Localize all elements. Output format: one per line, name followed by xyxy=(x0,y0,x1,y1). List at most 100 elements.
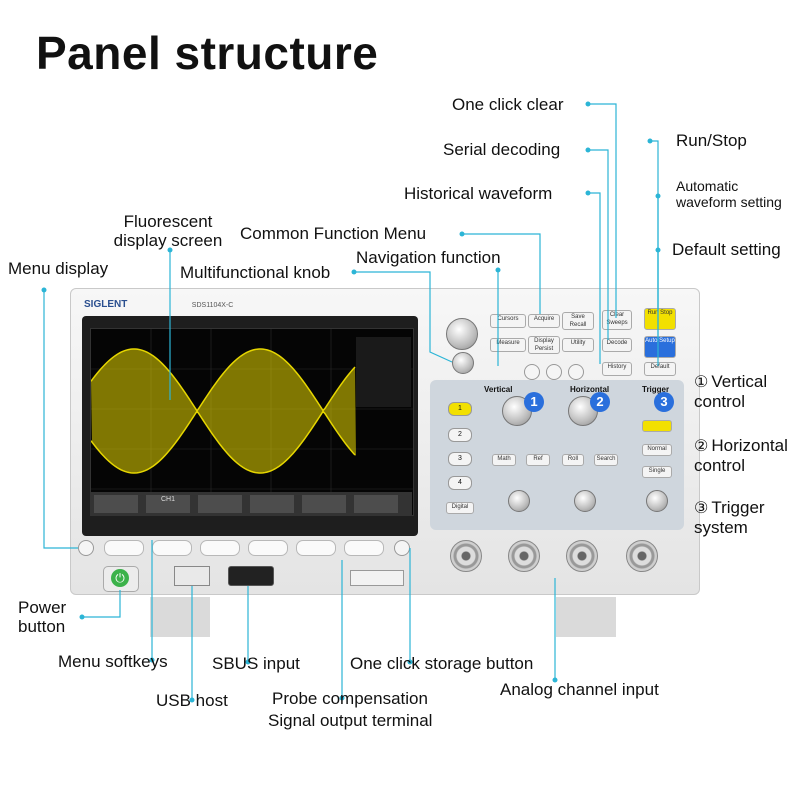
history-button[interactable]: History xyxy=(602,362,632,376)
signal-output-label: Signal output terminal xyxy=(268,711,433,730)
digital-button[interactable]: Digital xyxy=(446,502,474,514)
channel-3-button[interactable]: 3 xyxy=(448,452,472,466)
one-click-clear-label: One click clear xyxy=(452,95,564,114)
multifunction-knob-label: Multifunctional knob xyxy=(180,263,331,282)
auto-setup-button[interactable]: Auto Setup xyxy=(644,336,676,358)
menu-softkey-1[interactable] xyxy=(104,540,144,556)
horizontal-marker: ② xyxy=(694,438,709,455)
model-name: SDS1104X-C xyxy=(191,302,234,309)
vertical-marker: ① xyxy=(694,374,709,391)
softmenu-cell-5 xyxy=(302,495,346,513)
trigger-header: Trigger xyxy=(642,385,670,394)
channel-4-bnc[interactable] xyxy=(626,540,658,572)
utility-button[interactable]: Utility xyxy=(562,338,594,352)
brand-logo: SIGLENT xyxy=(84,299,128,310)
roll-button[interactable]: Roll xyxy=(562,454,584,466)
power-icon[interactable]: ⏻ xyxy=(111,569,129,587)
menu-softkeys-label: Menu softkeys xyxy=(58,652,168,671)
waveform-lower-envelope xyxy=(90,409,356,474)
page-title: Panel structure xyxy=(36,27,379,79)
vertical-badge: 1 xyxy=(524,392,544,412)
channel-1-button[interactable]: 1 xyxy=(448,402,472,416)
channel-1-bnc[interactable] xyxy=(450,540,482,572)
historical-waveform-label: Historical waveform xyxy=(404,184,553,203)
softmenu-cell-1 xyxy=(94,495,138,513)
channel-2-bnc[interactable] xyxy=(508,540,540,572)
sbus-input-label: SBUS input xyxy=(212,654,300,673)
left-foot xyxy=(150,597,210,637)
softmenu-cell-3 xyxy=(198,495,242,513)
horizontal-header: Horizontal xyxy=(570,385,610,394)
display-persist-button[interactable]: Display Persist xyxy=(528,336,560,354)
common-menu-label: Common Function Menu xyxy=(240,224,427,243)
trigger-normal-button[interactable]: Normal xyxy=(642,444,672,456)
trigger-single-button[interactable]: Single xyxy=(642,466,672,478)
analog-input-label: Analog channel input xyxy=(500,680,659,699)
run-stop-label: Run/Stop xyxy=(676,131,747,150)
right-foot xyxy=(556,597,616,637)
search-button[interactable]: Search xyxy=(594,454,618,466)
menu-softkey-3[interactable] xyxy=(200,540,240,556)
trigger-marker: ③ xyxy=(694,500,709,517)
usb-host-label: USB host xyxy=(156,691,228,710)
save-recall-button[interactable]: Save Recall xyxy=(562,312,594,330)
measurement-panel xyxy=(356,337,411,407)
intensity-knob[interactable] xyxy=(446,318,478,350)
horizontal-control-text: Horizontal control xyxy=(694,436,788,475)
default-button[interactable]: Default xyxy=(644,362,676,376)
trigger-auto-button[interactable] xyxy=(642,420,672,432)
sbus-port[interactable] xyxy=(228,566,274,586)
channel-4-button[interactable]: 4 xyxy=(448,476,472,490)
softmenu-cell-6 xyxy=(354,495,398,513)
menu-display-button[interactable] xyxy=(78,540,94,556)
cursors-button[interactable]: Cursors xyxy=(490,314,526,328)
ref-button[interactable]: Ref xyxy=(526,454,550,466)
probe-compensation-label: Probe compensation xyxy=(272,689,428,708)
math-button[interactable]: Math xyxy=(492,454,516,466)
menu-softkey-5[interactable] xyxy=(296,540,336,556)
probe-compensation-terminal[interactable] xyxy=(350,570,404,586)
acquire-button[interactable]: Acquire xyxy=(528,314,560,328)
measure-button[interactable]: Measure xyxy=(490,338,526,352)
vertical-control-text: Vertical control xyxy=(694,372,768,411)
horizontal-position-knob[interactable] xyxy=(574,490,596,512)
nav-right-button[interactable] xyxy=(568,364,584,380)
decode-button[interactable]: Decode xyxy=(602,338,632,352)
navigation-label: Navigation function xyxy=(356,248,501,267)
trigger-level-knob[interactable] xyxy=(646,490,668,512)
brand-bar: SIGLENT SDS1104X-C xyxy=(84,294,420,310)
menu-softkey-4[interactable] xyxy=(248,540,288,556)
vertical-position-knob[interactable] xyxy=(508,490,530,512)
nav-left-button[interactable] xyxy=(524,364,540,380)
one-click-storage-label: One click storage button xyxy=(350,654,534,673)
clear-sweeps-button[interactable]: Clear Sweeps xyxy=(602,310,632,330)
trigger-badge: 3 xyxy=(654,392,674,412)
usb-port[interactable] xyxy=(174,566,210,586)
default-setting-label: Default setting xyxy=(672,240,781,259)
auto-setting-label: Automatic waveform setting xyxy=(676,178,782,210)
am-waveform xyxy=(90,348,356,474)
channel-3-bnc[interactable] xyxy=(566,540,598,572)
menu-softkey-6[interactable] xyxy=(344,540,384,556)
serial-decoding-label: Serial decoding xyxy=(443,140,561,159)
run-stop-button[interactable]: Run Stop xyxy=(644,308,676,330)
channel-2-button[interactable]: 2 xyxy=(448,428,472,442)
waveform-fill xyxy=(91,349,356,473)
power-button-label: Power button xyxy=(18,598,67,636)
horizontal-badge: 2 xyxy=(590,392,610,412)
display-screen xyxy=(90,328,414,516)
softmenu-cell-2: CH1 xyxy=(146,495,190,513)
nav-stop-button[interactable] xyxy=(546,364,562,380)
multifunction-knob[interactable] xyxy=(452,352,474,374)
menu-display-label: Menu display xyxy=(8,259,109,278)
vertical-header: Vertical xyxy=(484,385,513,394)
fluorescent-label: Fluorescent display screen xyxy=(113,212,223,250)
waveform-upper-envelope xyxy=(90,348,356,413)
trigger-system-text: Trigger system xyxy=(694,498,765,537)
softmenu-cell-4 xyxy=(250,495,294,513)
waveform-plot xyxy=(90,329,413,515)
